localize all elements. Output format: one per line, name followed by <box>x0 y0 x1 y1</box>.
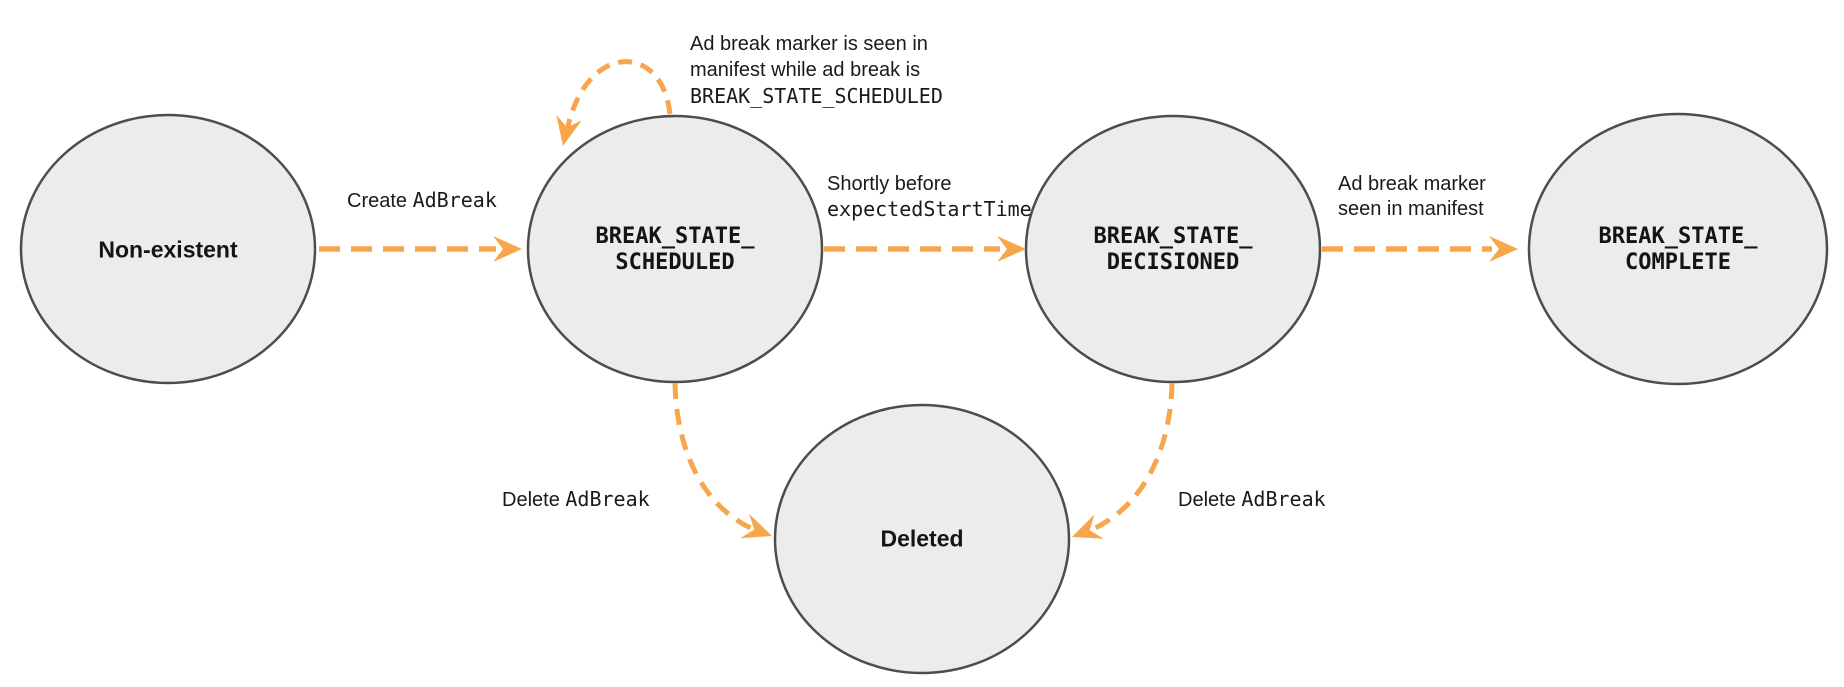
edge-delete-from-decisioned-line <box>1083 382 1175 536</box>
edge-label-to-decisioned-code: expectedStartTime <box>827 197 1032 221</box>
edge-to-complete-arrowhead <box>1489 236 1518 262</box>
edge-label-delete-from-scheduled: Delete AdBreak <box>502 487 650 513</box>
edge-self-loop-line <box>563 59 673 137</box>
edge-label-to-complete: Ad break marker seen in manifest <box>1338 172 1486 222</box>
state-label-decisioned: BREAK_STATE_ DECISIONED <box>1093 224 1253 275</box>
edge-self-loop-arrowhead <box>556 114 582 146</box>
edge-delete-from-scheduled-arrowhead <box>740 513 772 539</box>
edge-label-delete-from-scheduled-text: Delete <box>502 489 566 511</box>
edge-label-delete-from-decisioned: Delete AdBreak <box>1178 487 1326 513</box>
edge-label-create-code: AdBreak <box>412 188 497 212</box>
edge-create-arrowhead <box>493 236 522 262</box>
state-circle-non-existent <box>19 113 317 385</box>
state-label-non-existent: Non-existent <box>98 236 238 263</box>
edge-label-to-decisioned-text: Shortly before <box>827 173 952 195</box>
state-circle-deleted <box>773 403 1071 675</box>
edge-label-create: Create AdBreak <box>347 188 497 214</box>
edge-label-to-decisioned: Shortly before expectedStartTime <box>827 172 1032 223</box>
state-circle-scheduled <box>526 114 824 384</box>
edge-label-delete-from-decisioned-code: AdBreak <box>1241 487 1326 511</box>
edge-label-delete-from-decisioned-text: Delete <box>1178 489 1242 511</box>
edge-to-decisioned-arrowhead <box>997 236 1026 262</box>
edge-label-create-text: Create <box>347 190 413 212</box>
edge-label-to-complete-text: Ad break marker seen in manifest <box>1338 173 1486 220</box>
state-circle-complete <box>1527 112 1829 386</box>
state-label-complete: BREAK_STATE_ COMPLETE <box>1598 224 1758 275</box>
edge-label-self-loop: Ad break marker is seen in manifest whil… <box>690 31 943 110</box>
edge-label-self-loop-code: BREAK_STATE_SCHEDULED <box>690 84 943 108</box>
edge-delete-from-scheduled-line <box>672 382 761 535</box>
state-label-scheduled: BREAK_STATE_ SCHEDULED <box>595 224 755 275</box>
edge-label-self-loop-text: Ad break marker is seen in manifest whil… <box>690 33 928 81</box>
edge-label-delete-from-scheduled-code: AdBreak <box>565 487 650 511</box>
state-label-deleted: Deleted <box>880 525 964 552</box>
edge-delete-from-decisioned-arrowhead <box>1072 514 1104 539</box>
